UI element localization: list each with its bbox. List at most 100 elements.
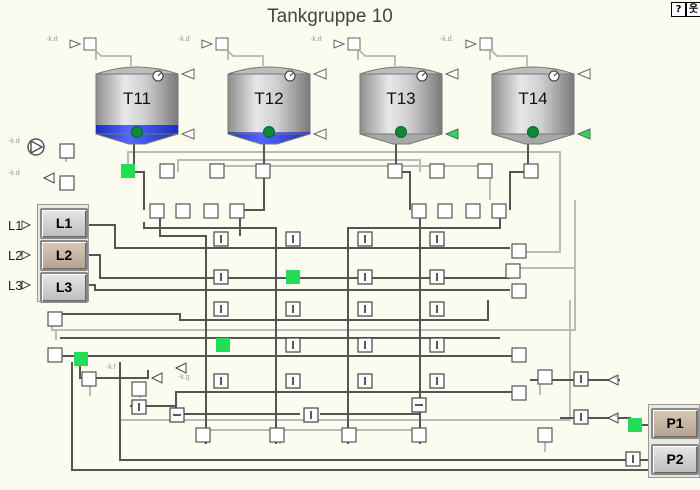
connector-box[interactable] xyxy=(131,381,147,397)
connector-box[interactable] xyxy=(465,203,481,219)
inlet-box[interactable] xyxy=(215,37,229,51)
connector-box[interactable] xyxy=(387,163,403,179)
tank-t11[interactable] xyxy=(69,37,195,145)
valve-box[interactable] xyxy=(573,409,589,425)
connector-box[interactable] xyxy=(411,427,427,443)
connector-box[interactable] xyxy=(159,163,175,179)
inlet-box[interactable] xyxy=(83,37,97,51)
valve-box[interactable] xyxy=(429,337,445,353)
valve-box[interactable] xyxy=(285,337,301,353)
tank-label: T13 xyxy=(386,89,416,108)
connector-box[interactable] xyxy=(149,203,165,219)
connector-box[interactable] xyxy=(175,203,191,219)
tank-t12[interactable] xyxy=(201,37,327,145)
valve-box[interactable] xyxy=(285,373,301,389)
valve-box[interactable] xyxy=(131,399,147,415)
inlet-box[interactable] xyxy=(347,37,361,51)
connector-box[interactable] xyxy=(59,175,75,191)
connector-box[interactable] xyxy=(511,347,527,363)
connector-box[interactable] xyxy=(209,163,225,179)
active-indicator[interactable] xyxy=(121,164,135,178)
valve-box[interactable] xyxy=(429,301,445,317)
valve-box[interactable] xyxy=(357,231,373,247)
connector-box[interactable] xyxy=(491,203,507,219)
valve-box[interactable] xyxy=(357,337,373,353)
connector-box[interactable] xyxy=(341,427,357,443)
connector-box[interactable] xyxy=(511,243,527,259)
valve-box[interactable] xyxy=(213,301,229,317)
valve-box[interactable] xyxy=(429,269,445,285)
valve-box[interactable] xyxy=(429,373,445,389)
valve-box[interactable] xyxy=(357,373,373,389)
tank-label: T14 xyxy=(518,89,548,108)
valve-group xyxy=(131,231,641,467)
connector-box[interactable] xyxy=(505,263,521,279)
pump-symbol[interactable] xyxy=(27,138,45,156)
tank-t13[interactable] xyxy=(333,37,459,145)
connector-box[interactable] xyxy=(477,163,493,179)
valve-box[interactable] xyxy=(169,407,185,423)
active-indicator[interactable] xyxy=(286,270,300,284)
connector-box[interactable] xyxy=(429,163,445,179)
connector-box[interactable] xyxy=(195,427,211,443)
outlet-valve-icon[interactable] xyxy=(131,126,143,138)
arrow-icon xyxy=(150,372,163,384)
line-button-l3[interactable]: L3 xyxy=(40,272,88,303)
tag-label: -k.d xyxy=(310,36,322,43)
valve-box[interactable] xyxy=(285,301,301,317)
line-button-l2[interactable]: L2 xyxy=(40,240,88,271)
valve-box[interactable] xyxy=(411,397,427,413)
connector-box[interactable] xyxy=(523,163,539,179)
arrow-group xyxy=(21,172,619,424)
connector-box[interactable] xyxy=(203,203,219,219)
active-indicator[interactable] xyxy=(628,418,642,432)
valve-box[interactable] xyxy=(357,301,373,317)
pump-button-p1[interactable]: P1 xyxy=(651,408,699,439)
help-icon[interactable]: ? xyxy=(671,2,686,17)
tag-label: -k.d xyxy=(8,138,20,145)
valve-box[interactable] xyxy=(625,451,641,467)
tank-t14[interactable] xyxy=(465,37,591,145)
level-alarm-arrow-icon xyxy=(180,68,195,80)
connector-box[interactable] xyxy=(437,203,453,219)
valve-box[interactable] xyxy=(429,231,445,247)
connector-box[interactable] xyxy=(537,369,553,385)
page-title: Tankgruppe 10 xyxy=(267,6,393,27)
connector-box[interactable] xyxy=(47,347,63,363)
connector-box[interactable] xyxy=(81,371,97,387)
inlet-box[interactable] xyxy=(479,37,493,51)
arrow-icon xyxy=(606,374,619,386)
connector-box[interactable] xyxy=(511,283,527,299)
connector-box[interactable] xyxy=(255,163,271,179)
valve-box[interactable] xyxy=(213,231,229,247)
connector-box[interactable] xyxy=(537,427,553,443)
connector-box[interactable] xyxy=(47,311,63,327)
tag-label: -v xyxy=(612,374,618,381)
tag-label: -k.f xyxy=(106,364,116,371)
line-input-arrow-icon xyxy=(21,280,32,290)
level-alarm-arrow-icon xyxy=(312,68,327,80)
valve-box[interactable] xyxy=(213,269,229,285)
outlet-arrow-icon xyxy=(312,128,327,140)
valve-box[interactable] xyxy=(213,373,229,389)
valve-box[interactable] xyxy=(285,231,301,247)
tag-label: -k.d xyxy=(178,36,190,43)
outlet-valve-icon[interactable] xyxy=(395,126,407,138)
valve-box[interactable] xyxy=(303,407,319,423)
valve-box[interactable] xyxy=(573,371,589,387)
connector-box[interactable] xyxy=(411,203,427,219)
pump-button-p2[interactable]: P2 xyxy=(651,444,699,475)
connector-box[interactable] xyxy=(511,385,527,401)
outlet-valve-icon[interactable] xyxy=(263,126,275,138)
person-icon[interactable]: 웃 xyxy=(686,2,700,17)
connector-box[interactable] xyxy=(59,143,75,159)
connector-box[interactable] xyxy=(229,203,245,219)
active-indicator[interactable] xyxy=(74,352,88,366)
line-button-l1[interactable]: L1 xyxy=(40,208,88,239)
outlet-valve-icon[interactable] xyxy=(527,126,539,138)
connector-box[interactable] xyxy=(269,427,285,443)
valve-box[interactable] xyxy=(357,269,373,285)
active-indicator[interactable] xyxy=(216,338,230,352)
outlet-arrow-icon xyxy=(576,128,591,140)
outlet-arrow-icon xyxy=(444,128,459,140)
